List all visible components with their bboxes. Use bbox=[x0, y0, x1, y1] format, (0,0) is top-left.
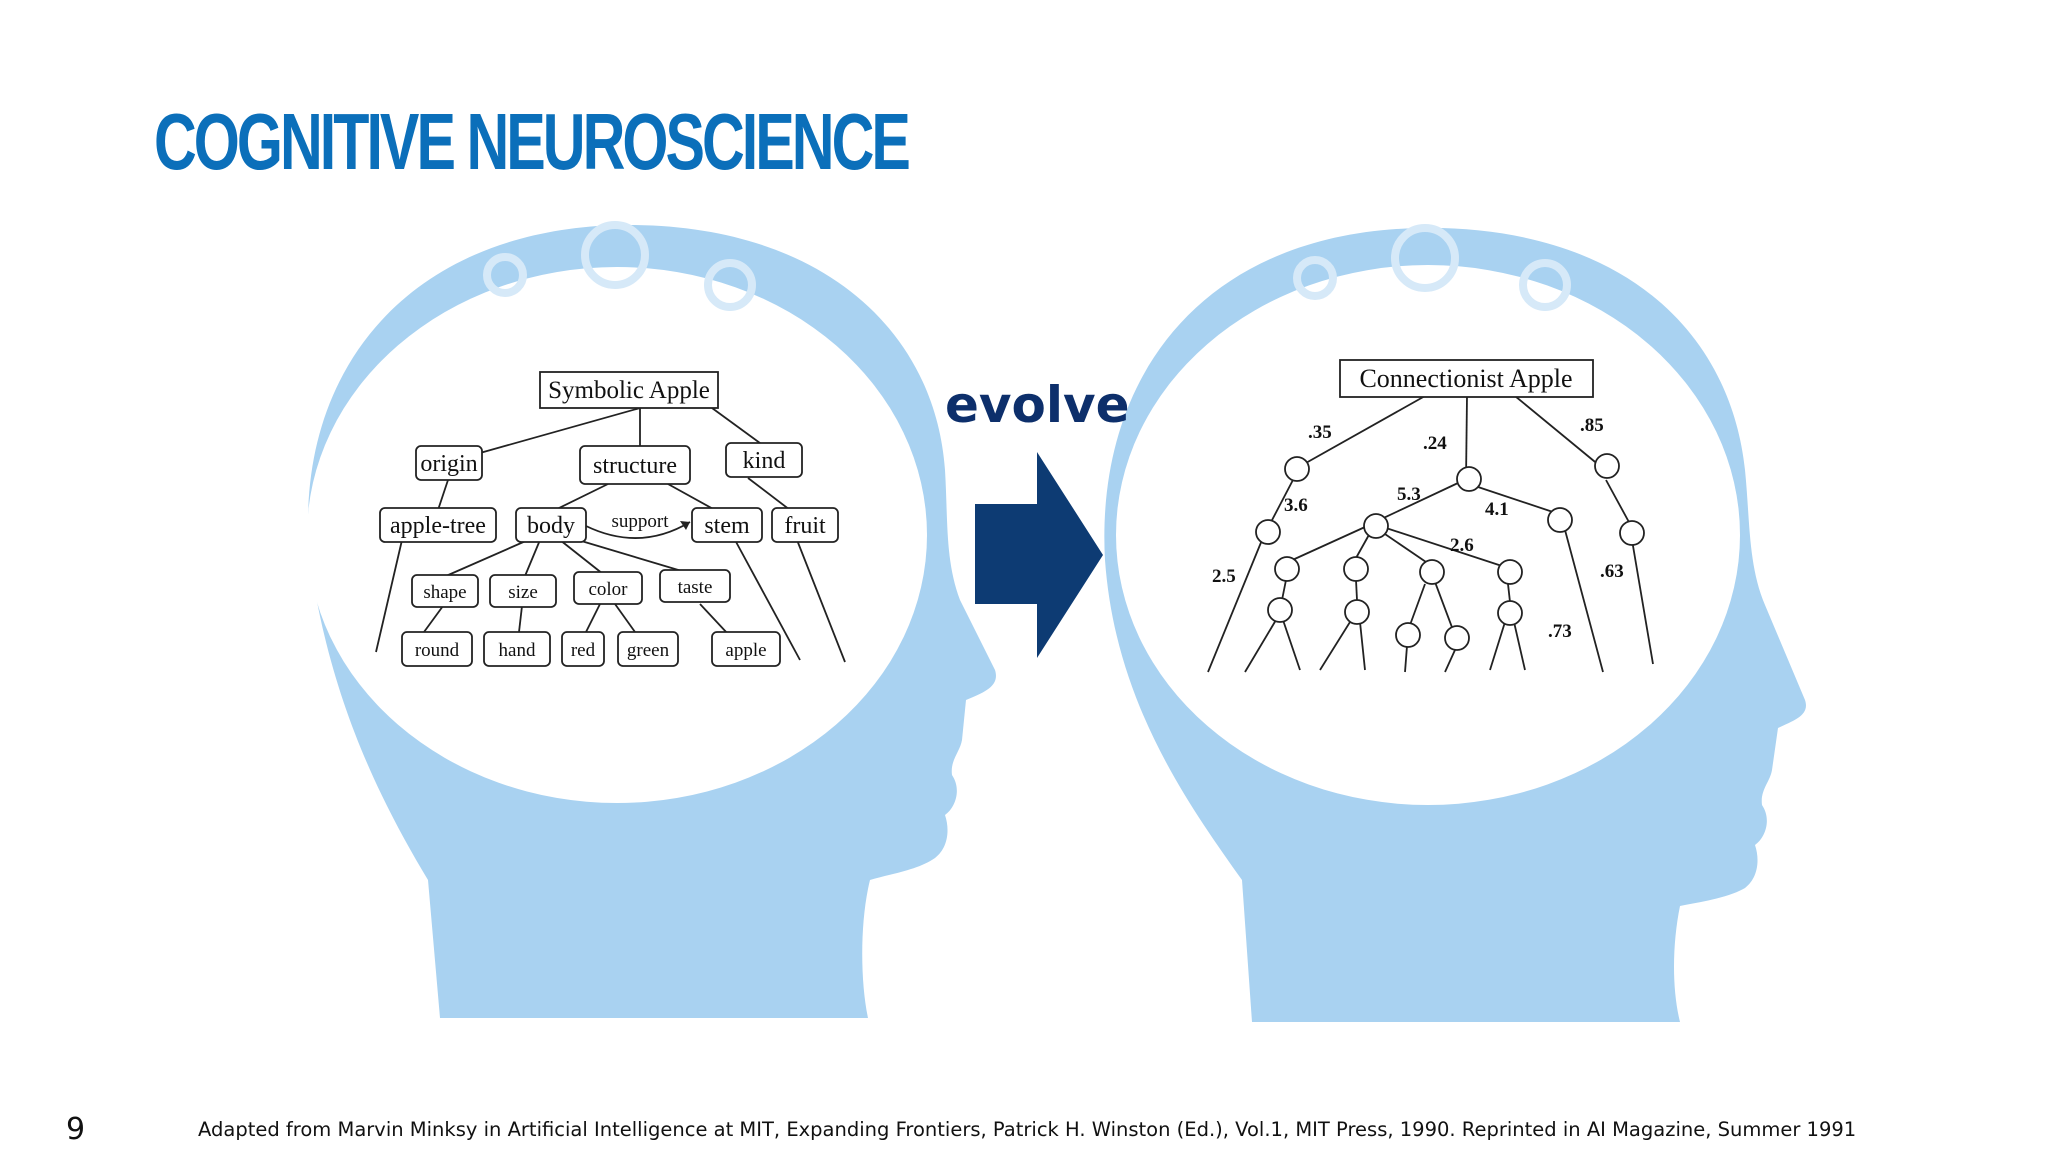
slide-title: COGNITIVE NEUROSCIENCE bbox=[154, 97, 911, 186]
weight-label: .24 bbox=[1423, 433, 1447, 454]
symbolic-apple-box bbox=[539, 371, 719, 409]
connectionist-apple-label: Connectionist Apple bbox=[1359, 364, 1572, 393]
hand-label: hand bbox=[499, 640, 536, 661]
stem-box bbox=[691, 507, 763, 543]
body-box bbox=[515, 507, 587, 543]
weight-label: .73 bbox=[1548, 621, 1572, 642]
hidden-node bbox=[1497, 559, 1523, 585]
hand-box bbox=[483, 631, 551, 667]
taste-label: taste bbox=[678, 577, 713, 598]
connectionist-apple-box bbox=[1339, 359, 1594, 398]
weight-label: .85 bbox=[1580, 415, 1604, 436]
weight-label: .35 bbox=[1308, 422, 1332, 443]
page-number: 9 bbox=[66, 1112, 86, 1147]
hidden-node bbox=[1284, 456, 1310, 482]
evolve-label: evolve bbox=[945, 376, 1130, 434]
round-box bbox=[401, 631, 473, 667]
shape-box bbox=[411, 574, 479, 608]
origin-box bbox=[415, 445, 483, 481]
hidden-node bbox=[1547, 507, 1573, 533]
fruit-box bbox=[771, 507, 839, 543]
apple-tree-box bbox=[379, 507, 497, 543]
left-gear-decor bbox=[483, 221, 756, 311]
size-label: size bbox=[508, 582, 538, 603]
kind-box bbox=[725, 442, 803, 478]
apple-label: apple bbox=[725, 640, 766, 661]
weight-label: 3.6 bbox=[1284, 495, 1308, 516]
right-gear-decor bbox=[1293, 224, 1571, 311]
weight-label: 4.1 bbox=[1485, 499, 1509, 520]
origin-label: origin bbox=[420, 451, 477, 477]
hidden-node bbox=[1395, 622, 1421, 648]
source-footnote: Adapted from Marvin Minksy in Artificial… bbox=[198, 1118, 1857, 1141]
taste-box bbox=[659, 569, 731, 603]
hidden-node bbox=[1619, 520, 1645, 546]
symbolic-apple-label: Symbolic Apple bbox=[548, 377, 710, 404]
color-box bbox=[573, 571, 643, 605]
connectionist-network: Connectionist Apple .35 .24 .85 3.6 5.3 … bbox=[1207, 359, 1654, 673]
stem-label: stem bbox=[704, 513, 750, 539]
body-label: body bbox=[527, 513, 575, 539]
weight-label: 2.5 bbox=[1212, 566, 1236, 587]
left-thought-oval bbox=[307, 267, 927, 803]
apple-tree-label: apple-tree bbox=[390, 513, 486, 539]
right-thought-oval bbox=[1116, 265, 1740, 805]
hidden-node bbox=[1344, 599, 1370, 625]
hidden-node bbox=[1456, 466, 1482, 492]
hidden-node bbox=[1497, 600, 1523, 626]
weight-label: 2.6 bbox=[1450, 535, 1474, 556]
structure-box bbox=[579, 445, 691, 485]
green-label: green bbox=[627, 640, 670, 661]
round-label: round bbox=[415, 640, 460, 661]
weight-label: .63 bbox=[1600, 561, 1624, 582]
weight-label: 5.3 bbox=[1397, 484, 1421, 505]
kind-label: kind bbox=[743, 448, 786, 474]
fruit-label: fruit bbox=[784, 513, 826, 539]
green-box bbox=[617, 631, 679, 667]
hidden-node bbox=[1594, 453, 1620, 479]
hidden-node bbox=[1343, 556, 1369, 582]
hidden-node bbox=[1274, 556, 1300, 582]
symbolic-tree: Symbolic Apple origin structure kind app… bbox=[375, 371, 846, 667]
left-head bbox=[307, 221, 996, 1019]
hidden-node bbox=[1444, 625, 1470, 651]
red-box bbox=[561, 631, 605, 667]
apple-box bbox=[711, 631, 781, 667]
size-box bbox=[489, 574, 557, 608]
evolve-arrow-icon bbox=[975, 452, 1103, 658]
structure-label: structure bbox=[593, 453, 677, 479]
color-label: color bbox=[588, 579, 628, 600]
hidden-node bbox=[1363, 513, 1389, 539]
hidden-node bbox=[1255, 519, 1281, 545]
shape-label: shape bbox=[423, 582, 466, 603]
hidden-node bbox=[1267, 597, 1293, 623]
right-head bbox=[1104, 224, 1806, 1022]
red-label: red bbox=[571, 640, 596, 661]
support-label: support bbox=[612, 511, 670, 532]
hidden-node bbox=[1419, 559, 1445, 585]
